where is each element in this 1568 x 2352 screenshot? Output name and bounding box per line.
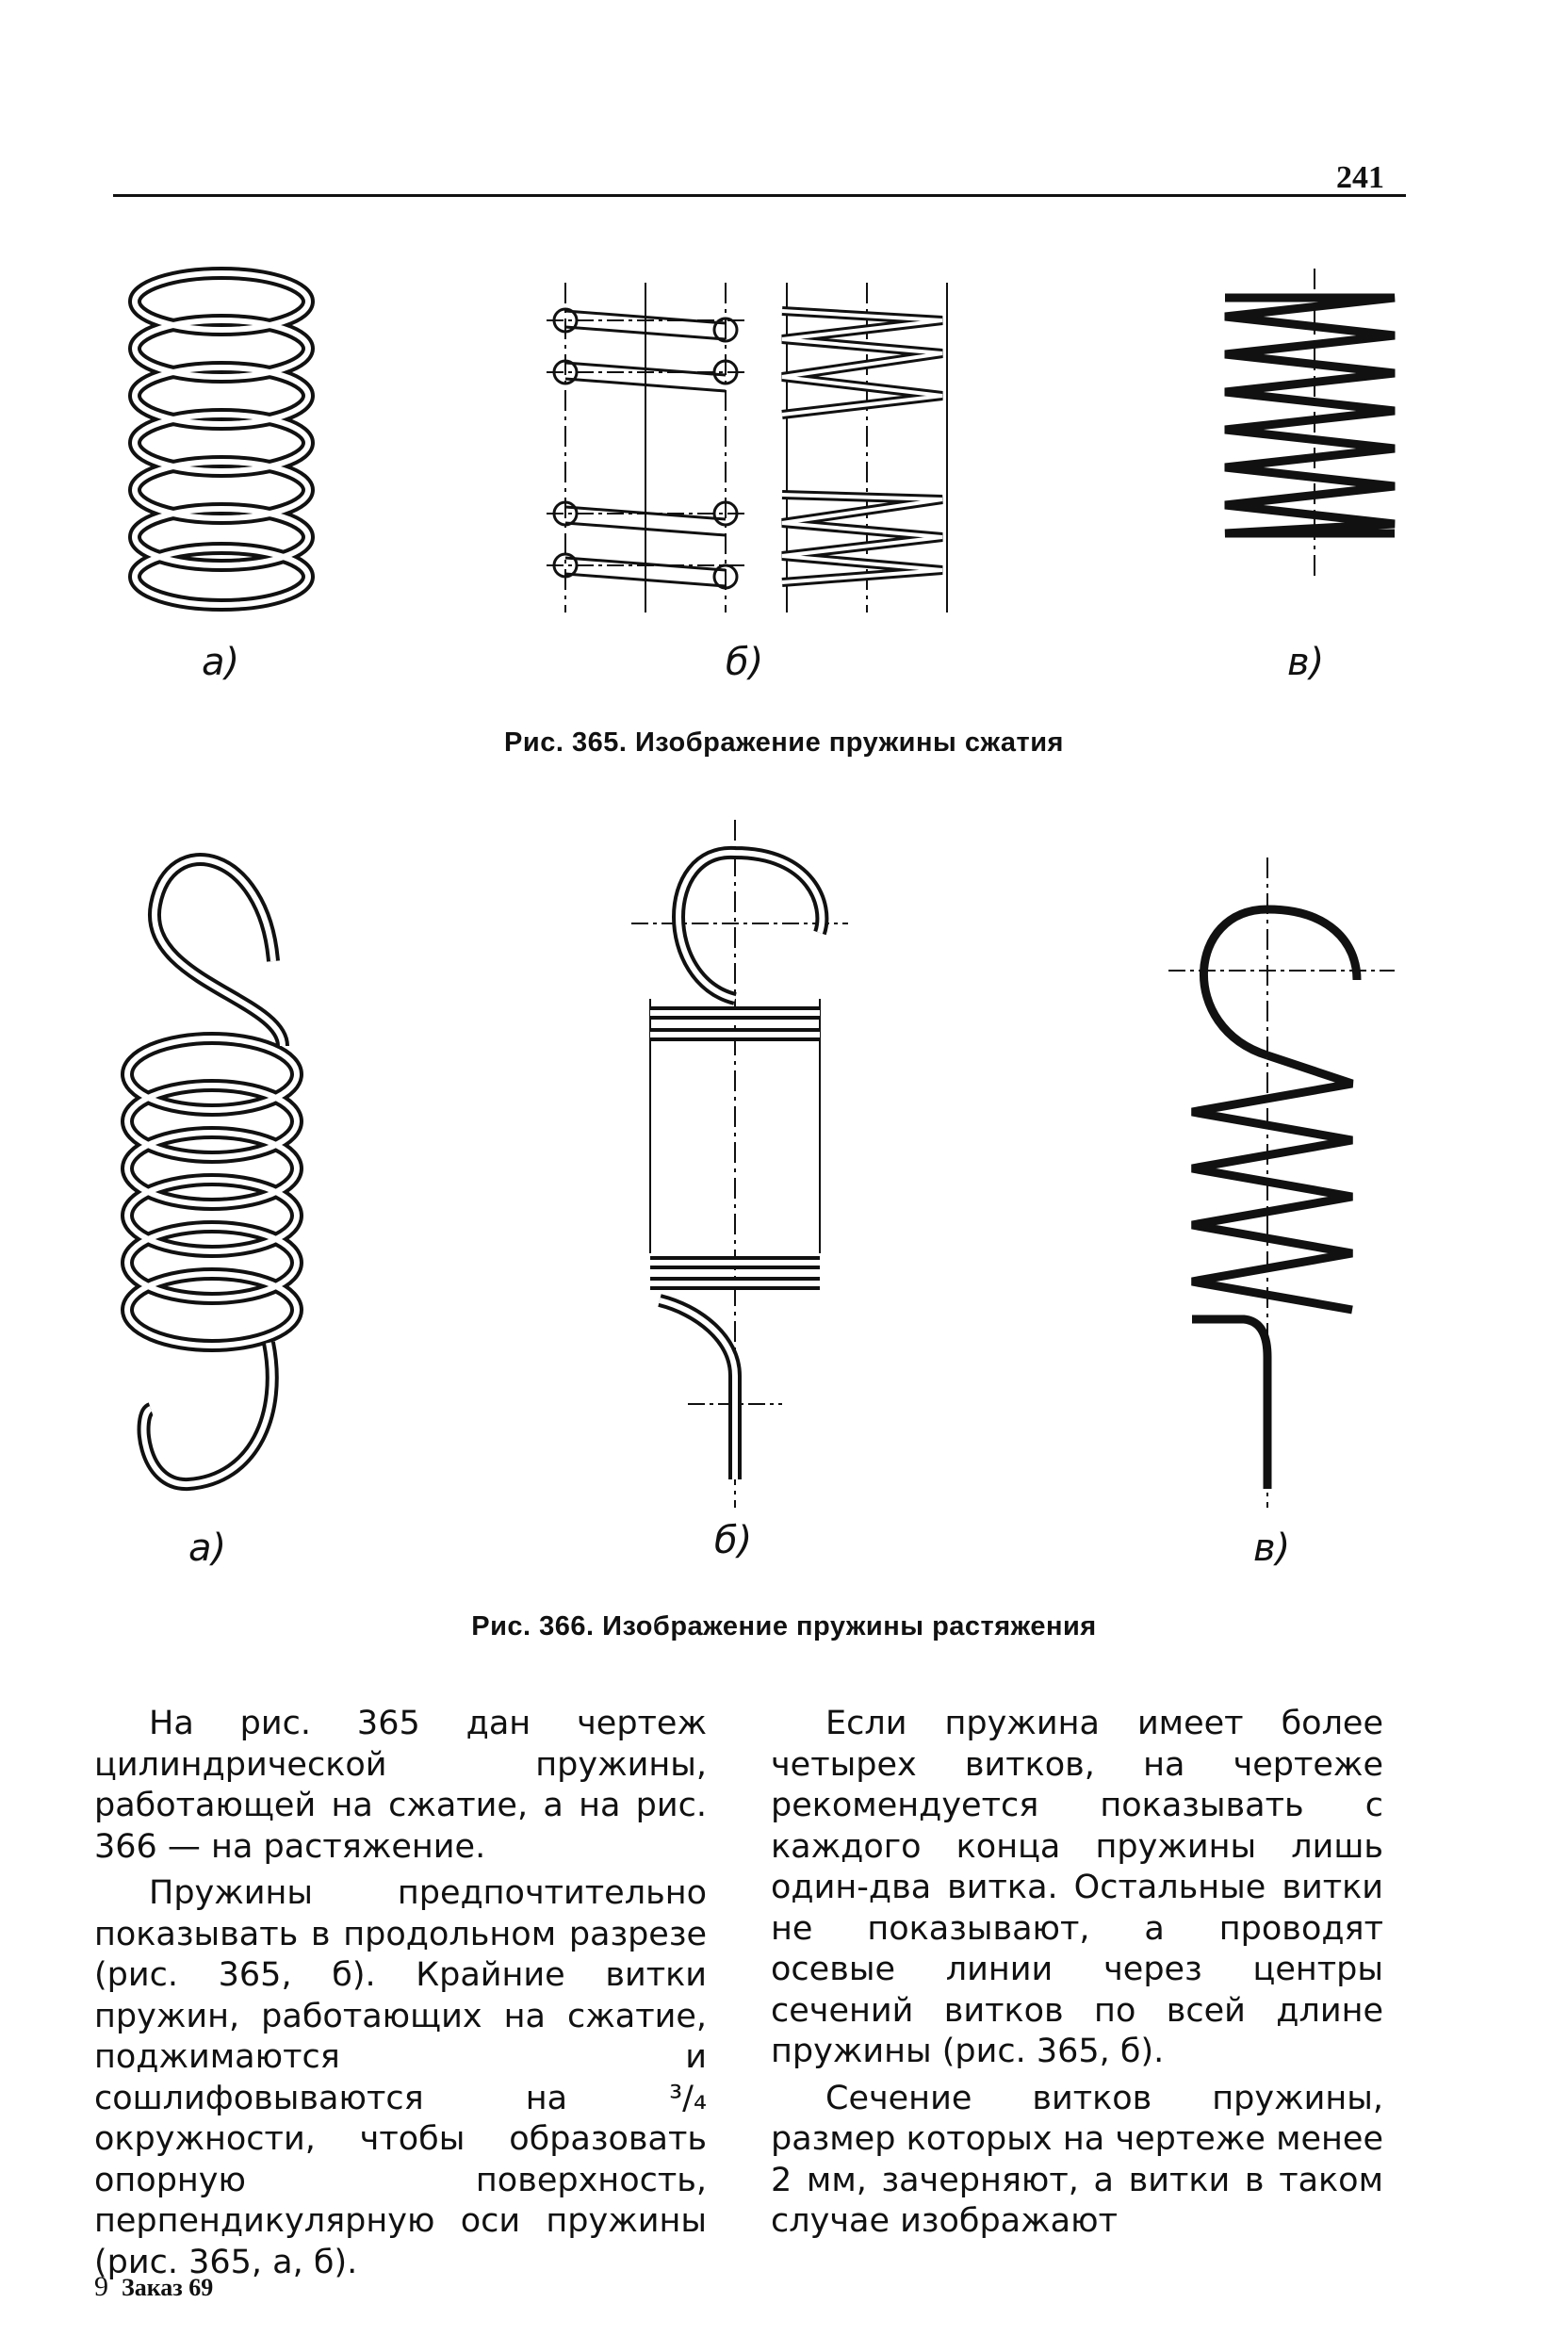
paragraph: На рис. 365 дан чертеж цилиндрической пр…: [94, 1705, 707, 1866]
fig365-caption: Рис. 365. Изображение пружины сжатия: [504, 727, 1064, 758]
text-column-right: Если пружина имеет более четырех витков,…: [771, 1704, 1383, 2248]
figure-366-drawing: [121, 820, 1395, 1508]
fig366-caption: Рис. 366. Изображение пружины растяжения: [471, 1611, 1097, 1642]
page-number: 241: [1336, 160, 1384, 195]
fig365-label-a: а): [202, 641, 240, 684]
fig366-a-tension-spring-perspective: [121, 853, 303, 1491]
paragraph: Сечение витков пружины, размер которых н…: [771, 2079, 1383, 2241]
header-rule: [113, 194, 1406, 197]
fig365-label-b: б): [726, 641, 764, 684]
fig366-b-tension-spring-section: [631, 820, 848, 1508]
fig366-label-b: б): [714, 1519, 753, 1562]
fig366-label-a: а): [188, 1527, 227, 1570]
page-footer: 9 Заказ 69: [94, 2271, 213, 2303]
order-note: Заказ 69: [122, 2274, 214, 2301]
fig365-a-compression-spring-perspective: [128, 267, 315, 612]
fig365-label-v: в): [1287, 641, 1325, 684]
text-column-left: На рис. 365 дан чертеж цилиндрической пр…: [94, 1704, 707, 2289]
figure-365-drawing: [128, 267, 1396, 612]
signature-number: 9: [94, 2271, 108, 2302]
paragraph: Если пружина имеет более четырех витков,…: [771, 1705, 1383, 2070]
fig365-b-spring-section: [547, 283, 948, 612]
paragraph: Пружины предпочтительно показывать в про…: [94, 1874, 707, 2281]
fig366-v-tension-spring-simplified: [1168, 858, 1395, 1508]
fig366-label-v: в): [1253, 1527, 1291, 1570]
fig365-v-spring-simplified: [1224, 269, 1396, 577]
